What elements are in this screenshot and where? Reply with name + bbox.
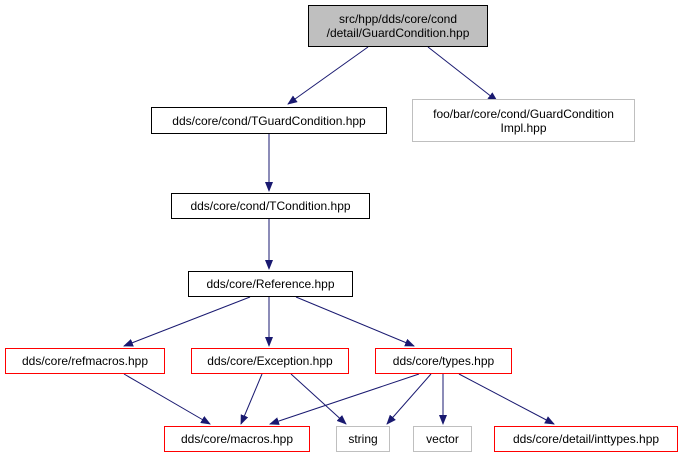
node-vector: vector xyxy=(413,426,472,452)
node-macros-hpp[interactable]: dds/core/macros.hpp xyxy=(164,426,310,452)
edge-guardcondition-guardconditionimpl xyxy=(427,46,498,102)
node-macros-label: dds/core/macros.hpp xyxy=(180,432,294,446)
node-reference-hpp[interactable]: dds/core/Reference.hpp xyxy=(188,271,353,297)
node-refmacros-label: dds/core/refmacros.hpp xyxy=(21,354,149,368)
node-guardconditionimpl-hpp: foo/bar/core/cond/GuardCondition Impl.hp… xyxy=(412,99,635,142)
node-guardconditionimpl-line1: foo/bar/core/cond/GuardCondition xyxy=(433,106,614,121)
edge-exception-macros xyxy=(240,373,263,425)
node-inttypes-hpp[interactable]: dds/core/detail/inttypes.hpp xyxy=(494,426,678,452)
edge-reference-refmacros xyxy=(123,296,251,347)
node-exception-hpp[interactable]: dds/core/Exception.hpp xyxy=(191,348,349,374)
node-guardcondition-line1: src/hpp/dds/core/cond xyxy=(338,12,458,26)
node-tguardcondition-hpp[interactable]: dds/core/cond/TGuardCondition.hpp xyxy=(151,107,387,134)
node-types-label: dds/core/types.hpp xyxy=(392,354,495,368)
node-refmacros-hpp[interactable]: dds/core/refmacros.hpp xyxy=(5,348,165,374)
node-types-hpp[interactable]: dds/core/types.hpp xyxy=(375,348,512,374)
node-tguardcondition-label: dds/core/cond/TGuardCondition.hpp xyxy=(172,113,366,128)
node-reference-label: dds/core/Reference.hpp xyxy=(206,277,335,291)
node-exception-label: dds/core/Exception.hpp xyxy=(207,354,333,368)
node-guardcondition-hpp: src/hpp/dds/core/cond /detail/GuardCondi… xyxy=(308,5,488,47)
edge-refmacros-macros xyxy=(123,373,211,425)
node-string-label: string xyxy=(348,432,378,446)
node-inttypes-label: dds/core/detail/inttypes.hpp xyxy=(512,432,660,446)
edge-guardcondition-tguardcondition xyxy=(287,46,369,105)
node-guardconditionimpl-line2: Impl.hpp xyxy=(500,120,547,135)
edge-reference-types xyxy=(295,296,415,347)
node-tcondition-label: dds/core/cond/TCondition.hpp xyxy=(190,199,351,213)
edge-types-string xyxy=(386,373,432,425)
edge-types-inttypes xyxy=(458,373,555,425)
node-tcondition-hpp[interactable]: dds/core/cond/TCondition.hpp xyxy=(171,193,370,219)
edge-exception-string xyxy=(290,373,347,425)
edge-types-macros xyxy=(269,373,420,425)
node-guardcondition-line2: /detail/GuardCondition.hpp xyxy=(326,26,470,40)
node-string: string xyxy=(336,426,390,452)
node-vector-label: vector xyxy=(426,432,459,446)
